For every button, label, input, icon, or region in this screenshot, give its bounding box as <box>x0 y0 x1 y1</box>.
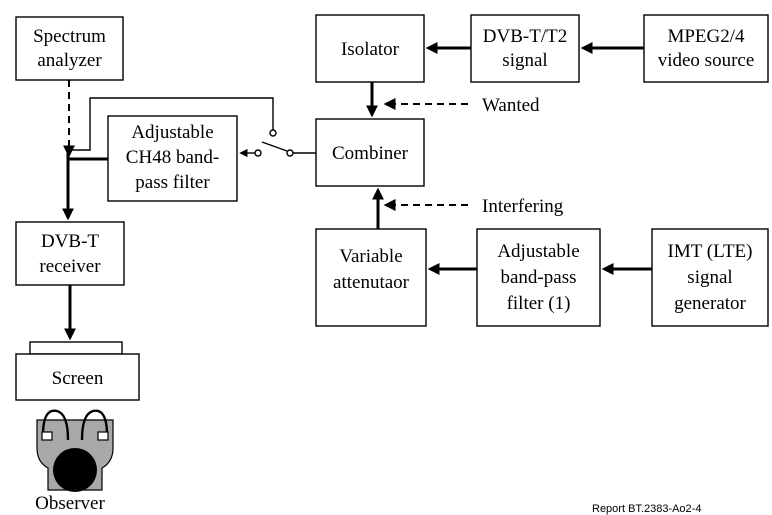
rf-switch-icon <box>254 129 294 157</box>
bpf-ch48-line-2: CH48 band- <box>126 147 219 168</box>
bpf-ch48-block: Adjustable CH48 band- pass filter <box>107 115 238 202</box>
imt-generator-block: IMT (LTE) signal generator <box>651 228 769 327</box>
attenuator-line-2: attenutaor <box>333 272 410 293</box>
spectrum-analyzer-line-2: analyzer <box>37 50 102 71</box>
interfering-label: Interfering <box>482 196 564 217</box>
bpf-ch48-line-3: pass filter <box>135 172 210 193</box>
combiner-label: Combiner <box>332 143 409 164</box>
dvbt-receiver-block: DVB-T receiver <box>15 221 125 286</box>
isolator-label: Isolator <box>341 39 400 60</box>
dvbt-signal-block: DVB-T/T2 signal <box>470 14 580 83</box>
isolator-block: Isolator <box>315 14 425 83</box>
dvbt-receiver-line-2: receiver <box>39 256 101 277</box>
imt-generator-line-3: generator <box>674 293 746 314</box>
attenuator-block: Variable attenutaor <box>315 228 427 327</box>
spectrum-analyzer-block: Spectrum analyzer <box>15 16 124 81</box>
spectrum-analyzer-line-1: Spectrum <box>33 26 106 47</box>
combiner-block: Combiner <box>315 118 425 187</box>
bpf1-line-3: filter (1) <box>507 293 571 314</box>
bpf1-line-2: band-pass <box>501 267 577 288</box>
wanted-label: Wanted <box>482 95 540 116</box>
dvbt-receiver-line-1: DVB-T <box>41 231 99 252</box>
figure-reference: Report BT.2383-Ao2-4 <box>592 503 701 515</box>
mpeg-source-block: MPEG2/4 video source <box>643 14 769 83</box>
observer-icon <box>36 409 114 492</box>
imt-generator-line-2: signal <box>687 267 732 288</box>
mpeg-source-line-1: MPEG2/4 <box>667 26 745 47</box>
bpf1-line-1: Adjustable <box>497 241 579 262</box>
dvbt-signal-line-2: signal <box>502 50 547 71</box>
dvbt-signal-line-1: DVB-T/T2 <box>483 26 567 47</box>
screen-block: Screen <box>15 341 140 401</box>
bpf1-block: Adjustable band-pass filter (1) <box>476 228 601 327</box>
imt-generator-line-1: IMT (LTE) <box>668 241 753 262</box>
attenuator-line-1: Variable <box>339 246 402 267</box>
observer-label: Observer <box>35 493 105 514</box>
mpeg-source-line-2: video source <box>658 50 755 71</box>
bpf-ch48-line-1: Adjustable <box>131 122 213 143</box>
bypass-path <box>71 97 274 151</box>
screen-label: Screen <box>52 368 104 389</box>
